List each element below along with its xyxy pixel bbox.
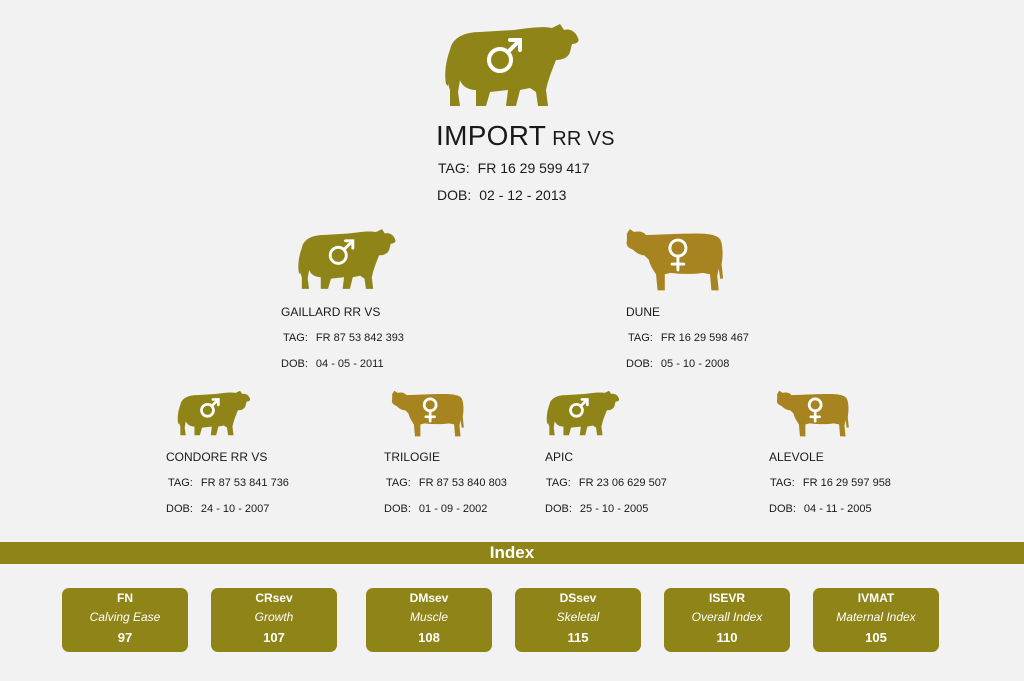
bull-icon [442,20,582,110]
dam-sire-tag: TAG:FR 23 06 629 507 [546,477,667,489]
sire-dam-tag: TAG:FR 87 53 840 803 [386,477,507,489]
cow-icon [624,226,726,292]
dam-name: DUNE [626,305,661,319]
index-value: 110 [716,630,738,645]
root-animal-dob: DOB:02 - 12 - 2013 [437,187,567,203]
female-symbol-icon [422,397,438,423]
cow-icon [390,388,466,438]
cow-icon [775,388,851,438]
sire-dam-name: TRILOGIE [384,450,441,464]
bull-icon [545,388,621,438]
index-card-fn: FN Calving Ease 97 [62,588,188,652]
index-value: 115 [567,630,589,645]
index-desc: Calving Ease [89,610,161,624]
dam-sire-dob: DOB:25 - 10 - 2005 [545,503,649,515]
male-symbol-icon [487,38,522,73]
dam-tag: TAG:FR 16 29 598 467 [628,332,749,344]
index-card-dssev: DSsev Skeletal 115 [515,588,641,652]
dam-dam-tag: TAG:FR 16 29 597 958 [770,477,891,489]
index-code: DMsev [409,591,449,605]
index-code: CRsev [255,591,293,605]
dam-sire-name: APIC [545,450,574,464]
index-value: 97 [117,630,133,645]
male-symbol-icon [328,239,355,265]
index-desc: Muscle [409,610,448,624]
index-code: DSsev [559,591,597,605]
male-symbol-icon [569,398,589,418]
sire-tag: TAG:FR 87 53 842 393 [283,332,404,344]
dam-dam-name: ALEVOLE [769,450,824,464]
index-card-dmsev: DMsev Muscle 108 [366,588,492,652]
sire-sire-tag: TAG:FR 87 53 841 736 [168,477,289,489]
index-card-isevr: ISEVR Overall Index 110 [664,588,790,652]
index-value: 105 [865,630,887,645]
index-header: Index [0,542,1024,564]
sire-dam-dob: DOB:01 - 09 - 2002 [384,503,488,515]
female-symbol-icon [807,397,823,423]
sire-dob: DOB:04 - 05 - 2011 [281,358,384,370]
sire-name: GAILLARD RR VS [281,305,381,319]
sire-sire-name: CONDORE RR VS [166,450,268,464]
dam-dam-dob: DOB:04 - 11 - 2005 [769,503,872,515]
sire-sire-dob: DOB:24 - 10 - 2007 [166,503,270,515]
index-code: IVMAT [857,591,895,605]
index-value: 107 [263,630,285,645]
bull-icon [296,226,398,292]
index-card-crsev: CRsev Growth 107 [211,588,337,652]
index-desc: Overall Index [691,610,763,624]
index-value: 108 [418,630,440,645]
female-symbol-icon [668,238,688,272]
index-desc: Skeletal [556,610,600,624]
index-desc: Growth [254,610,294,624]
bull-icon [176,388,252,438]
root-animal-tag: TAG:FR 16 29 599 417 [438,160,590,176]
male-symbol-icon [200,398,220,418]
index-code: FN [117,591,133,605]
index-card-ivmat: IVMAT Maternal Index 105 [813,588,939,652]
dam-dob: DOB:05 - 10 - 2008 [626,358,730,370]
index-desc: Maternal Index [836,610,916,624]
index-code: ISEVR [708,591,745,605]
